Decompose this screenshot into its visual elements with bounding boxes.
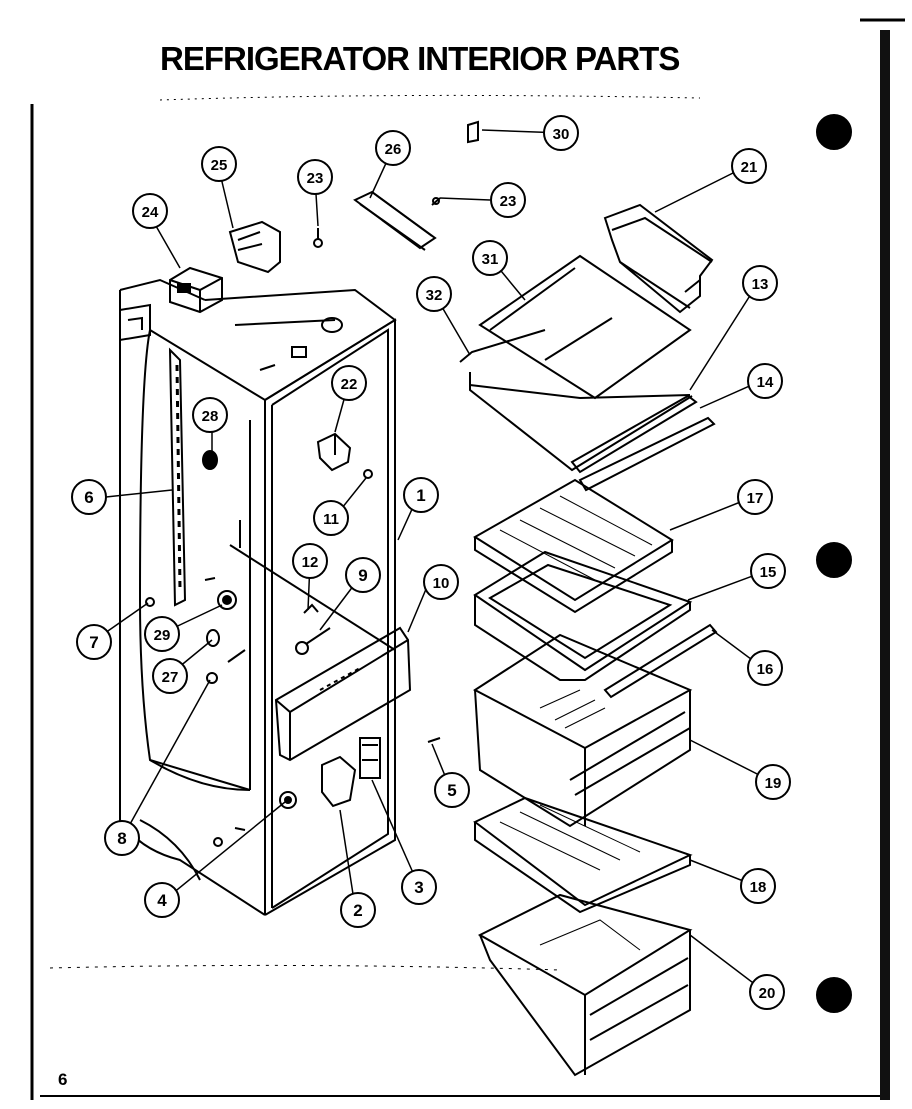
binder-hole bbox=[816, 542, 852, 578]
bottom-parts bbox=[279, 737, 441, 809]
callout-label: 17 bbox=[747, 490, 764, 507]
callout-label: 23 bbox=[307, 170, 324, 187]
callout-29: 29 bbox=[144, 616, 180, 652]
plug bbox=[202, 450, 218, 470]
callout-label: 13 bbox=[752, 276, 769, 293]
callout-label: 7 bbox=[89, 633, 98, 652]
drawer-cover-shelf bbox=[473, 796, 693, 914]
clip bbox=[467, 120, 479, 144]
callout-26: 26 bbox=[375, 130, 411, 166]
callout-12: 12 bbox=[292, 543, 328, 579]
callout-label: 5 bbox=[447, 781, 456, 800]
shelf-track bbox=[168, 347, 187, 607]
callout-21: 21 bbox=[731, 148, 767, 184]
callout-label: 30 bbox=[553, 126, 570, 143]
callout-label: 18 bbox=[750, 879, 767, 896]
callout-4: 4 bbox=[144, 882, 180, 918]
callout-10: 10 bbox=[423, 564, 459, 600]
screw bbox=[363, 469, 373, 479]
pan-cover-support bbox=[274, 626, 412, 762]
callout-label: 22 bbox=[341, 376, 358, 393]
crisper-cover-frame bbox=[473, 550, 693, 681]
callout-label: 11 bbox=[323, 511, 339, 528]
callout-18: 18 bbox=[740, 868, 776, 904]
callout-label: 4 bbox=[157, 891, 167, 910]
callout-23b: 23 bbox=[490, 182, 526, 218]
mounting-bracket bbox=[316, 432, 352, 472]
bottom-bin bbox=[477, 893, 693, 1077]
callout-label: 27 bbox=[162, 669, 179, 686]
callout-24: 24 bbox=[132, 193, 168, 229]
callout-25: 25 bbox=[201, 146, 237, 182]
callout-label: 8 bbox=[117, 829, 126, 848]
callout-label: 3 bbox=[414, 878, 423, 897]
callout-label: 26 bbox=[385, 141, 402, 158]
callout-17: 17 bbox=[737, 479, 773, 515]
damper-cover bbox=[228, 220, 281, 274]
callout-label: 32 bbox=[426, 287, 443, 304]
page-number: 6 bbox=[58, 1070, 68, 1089]
callout-15: 15 bbox=[750, 553, 786, 589]
callout-label: 21 bbox=[741, 159, 758, 176]
callout-label: 2 bbox=[353, 901, 362, 920]
screw bbox=[431, 197, 441, 206]
callout-3: 3 bbox=[401, 869, 437, 905]
callout-30: 30 bbox=[543, 115, 579, 151]
top-bracket bbox=[353, 190, 437, 251]
callout-6: 6 bbox=[71, 479, 107, 515]
callout-label: 25 bbox=[211, 157, 228, 174]
binder-hole bbox=[816, 977, 852, 1013]
top-shelf-glass bbox=[459, 254, 693, 472]
callout-label: 6 bbox=[84, 488, 93, 507]
small-parts-left bbox=[145, 577, 246, 684]
callout-label: 15 bbox=[760, 564, 777, 581]
callout-label: 20 bbox=[759, 985, 776, 1002]
callout-label: 12 bbox=[302, 554, 319, 571]
callout-5: 5 bbox=[434, 772, 470, 808]
callout-1: 1 bbox=[403, 477, 439, 513]
dairy-bin bbox=[603, 203, 714, 314]
callout-22: 22 bbox=[331, 365, 367, 401]
callout-label: 31 bbox=[482, 251, 499, 268]
callout-23: 23 bbox=[297, 159, 333, 195]
callout-label: 16 bbox=[757, 661, 774, 678]
callout-2: 2 bbox=[340, 892, 376, 928]
callout-label: 28 bbox=[202, 408, 219, 425]
callout-11: 11 bbox=[313, 500, 349, 536]
callout-16: 16 bbox=[747, 650, 783, 686]
callout-label: 29 bbox=[154, 627, 171, 644]
page-title: REFRIGERATOR INTERIOR PARTS bbox=[160, 40, 680, 77]
binder-hole bbox=[816, 114, 852, 150]
callout-label: 9 bbox=[358, 566, 367, 585]
callout-label: 14 bbox=[757, 374, 774, 391]
callout-20: 20 bbox=[749, 974, 785, 1010]
small-parts-center bbox=[295, 603, 331, 655]
callout-label: 10 bbox=[433, 575, 450, 592]
sheet-border bbox=[30, 18, 905, 1100]
callout-8: 8 bbox=[104, 820, 140, 856]
callout-9: 9 bbox=[345, 557, 381, 593]
callout-label: 24 bbox=[142, 204, 159, 221]
callout-28: 28 bbox=[192, 397, 228, 433]
crisper-drawer bbox=[473, 633, 693, 828]
callout-31: 31 bbox=[472, 240, 508, 276]
callout-19: 19 bbox=[755, 764, 791, 800]
callout-13: 13 bbox=[742, 265, 778, 301]
callout-label: 1 bbox=[416, 486, 425, 505]
control-housing bbox=[169, 266, 223, 314]
wire-shelf bbox=[473, 478, 674, 614]
callout-32: 32 bbox=[416, 276, 452, 312]
cover-support-bar bbox=[603, 623, 718, 699]
callout-7: 7 bbox=[76, 624, 112, 660]
callout-label: 19 bbox=[765, 775, 782, 792]
callout-label: 23 bbox=[500, 193, 517, 210]
callout-14: 14 bbox=[747, 363, 783, 399]
callout-27: 27 bbox=[152, 658, 188, 694]
screw bbox=[313, 228, 323, 248]
